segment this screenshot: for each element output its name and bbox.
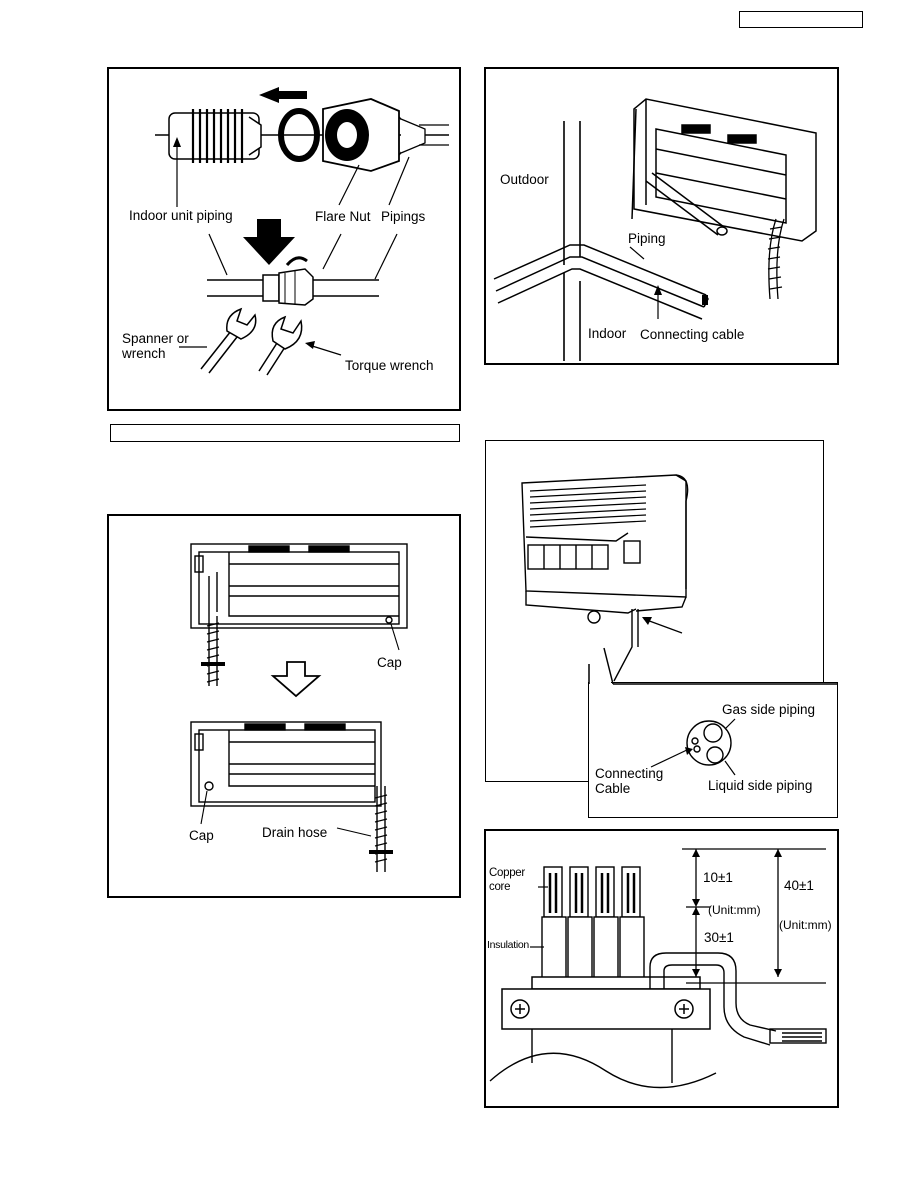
label-connecting-line1: Connecting [595,766,664,781]
label-gas-side-piping: Gas side piping [722,702,816,717]
wall-piping-drawing [493,98,817,361]
wall-illustration [563,121,581,361]
flare-nut-drawing [155,87,449,376]
indoor-unit-bottom-drawing [521,474,689,682]
flare-nut-illustration [322,98,426,172]
label-flare-nut: Flare Nut [315,209,371,224]
label-dim-40: 40±1 [784,878,814,893]
figure-wall-piping: Outdoor Piping Indoor Connecting cable [484,67,839,365]
label-cap-right: Cap [377,655,402,670]
caption-bar [110,424,460,442]
figure-pipe-cross-section: Gas side piping Connecting Cable Liquid … [588,682,838,818]
label-spanner-line2: wrench [122,346,166,361]
piping-illustration [493,244,709,320]
wire-stripping-drawing [489,848,827,1089]
down-arrow-icon [243,219,295,265]
label-indoor-unit-piping: Indoor unit piping [129,208,233,223]
label-connecting-line2: Cable [595,781,631,796]
figure-flare-nut-connection: Indoor unit piping Flare Nut Pipings Spa… [107,67,461,411]
label-piping: Piping [628,231,666,246]
pipe-cross-section-drawing [650,718,736,776]
hollow-down-arrow-icon [270,661,322,698]
indoor-unit-upper [190,543,408,629]
header-box [739,11,863,28]
indoor-unit-illustration [631,98,817,242]
label-unit-left: (Unit:mm) [708,903,761,917]
label-copper-line1: Copper [489,867,525,879]
indoor-unit-body [521,474,689,624]
copper-cores [543,866,641,918]
label-outdoor: Outdoor [500,172,549,187]
label-spanner-line1: Spanner or [122,331,189,346]
figure-wire-stripping: Copper core Insulation 10±1 (Unit:mm) 30… [484,829,839,1108]
torque-wrench-illustration [258,315,303,376]
ground-wire [649,952,827,1046]
label-cap-left: Cap [189,828,214,843]
indoor-unit-lower [190,721,382,807]
label-dim-10: 10±1 [703,870,733,885]
label-insulation: Insulation [487,939,529,951]
label-indoor: Indoor [588,326,627,341]
inset-connector-mask [589,681,611,684]
label-copper-line2: core [489,881,511,893]
figure-drain-hose-cap: Cap Cap Drain hose [107,514,461,898]
terminal-block [501,976,711,1030]
label-unit-right: (Unit:mm) [779,918,832,932]
left-arrow-icon [259,87,307,103]
joined-pipe-illustration [207,256,379,306]
label-drain-hose: Drain hose [262,825,328,840]
spanner-illustration [200,307,257,374]
label-pipings: Pipings [381,209,426,224]
label-dim-30: 30±1 [704,930,734,945]
label-torque-wrench: Torque wrench [345,358,434,373]
indoor-piping-illustration [168,109,262,163]
label-liquid-side-piping: Liquid side piping [708,778,813,793]
label-connecting-cable: Connecting cable [640,327,745,342]
drain-hose-drawing [190,543,408,872]
insulation-sleeves [541,916,645,986]
